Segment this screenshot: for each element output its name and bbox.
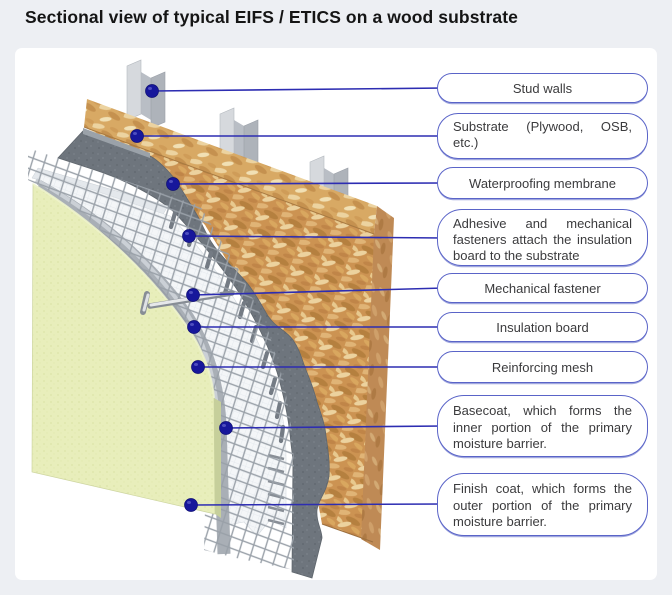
leader-dot-highlights	[133, 87, 226, 504]
leader-lines	[137, 87, 445, 506]
figure-panel: Stud walls Substrate (Plywood, OSB, etc.…	[15, 48, 657, 580]
callout-substrate: Substrate (Plywood, OSB, etc.)	[437, 113, 648, 159]
page-title: Sectional view of typical EIFS / ETICS o…	[25, 7, 518, 27]
callout-adhesive-fasteners: Adhesive and mechanical fasteners attach…	[437, 209, 648, 266]
callout-basecoat: Basecoat, which forms the inner portion …	[437, 395, 648, 457]
callout-stud-walls: Stud walls	[437, 73, 648, 103]
callout-finish-coat: Finish coat, which forms the outer porti…	[437, 473, 648, 536]
osb-substrate-layer	[83, 99, 394, 550]
callout-insulation-board: Insulation board	[437, 312, 648, 342]
callout-waterproofing-membrane: Waterproofing membrane	[437, 167, 648, 199]
callout-reinforcing-mesh: Reinforcing mesh	[437, 351, 648, 383]
wall-assembly-illustration	[28, 59, 445, 579]
callout-mechanical-fastener: Mechanical fastener	[437, 273, 648, 303]
